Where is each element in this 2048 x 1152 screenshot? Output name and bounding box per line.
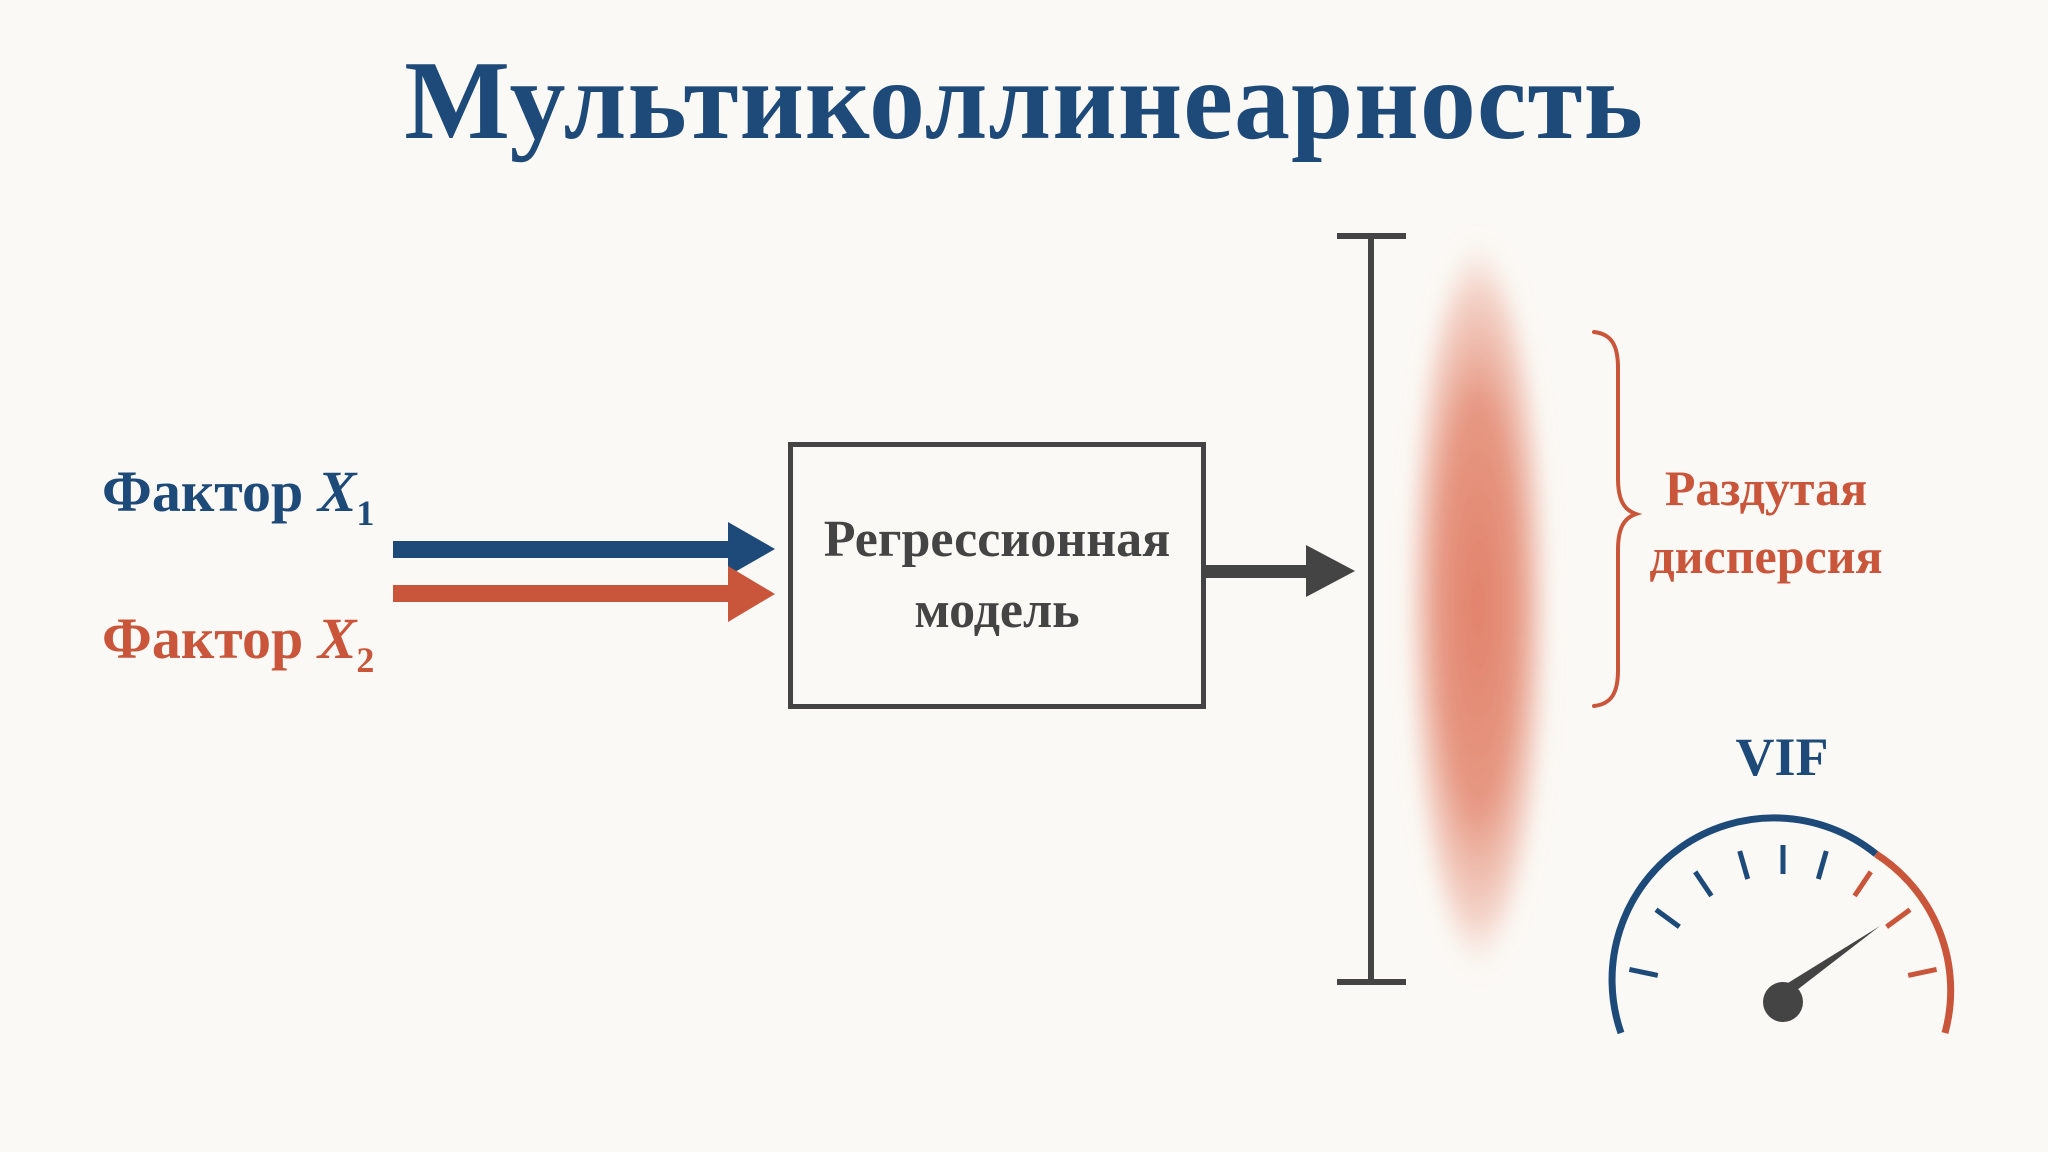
regression-model-box: Регрессионная модель — [788, 442, 1206, 709]
factor-x1-label: Фактор X1 — [102, 463, 375, 533]
inflated-variance-label: Раздутая дисперсия — [1649, 460, 1883, 584]
page-title: Мультиколлинеарность — [404, 39, 1644, 163]
vif-label: VIF — [1735, 727, 1829, 787]
vif-gauge-arc-blue — [1608, 814, 1879, 1035]
vif-gauge-tick — [1885, 907, 1912, 929]
output-arrow — [1206, 545, 1355, 597]
factor-x2-arrow — [393, 566, 775, 622]
regression-model-label: Регрессионная модель — [823, 511, 1171, 639]
vif-gauge-ticks — [1628, 845, 1938, 978]
vif-gauge-tick — [1907, 966, 1938, 978]
vif-gauge-tick — [1815, 850, 1829, 880]
variance-distribution-blob — [1406, 235, 1550, 975]
vif-gauge-tick — [1693, 870, 1714, 898]
factor-x2-prefix: Фактор — [102, 606, 318, 671]
factor-x2-label: Фактор X2 — [102, 610, 375, 680]
vif-gauge-tick — [1628, 966, 1659, 978]
factor-x1-prefix: Фактор — [102, 459, 318, 524]
vif-gauge — [1608, 814, 1955, 1035]
vif-gauge-hub — [1763, 982, 1803, 1022]
curly-brace — [1592, 330, 1643, 708]
vif-gauge-tick — [1654, 907, 1681, 929]
vif-gauge-tick — [1737, 850, 1751, 880]
factor-x1-subscript: 1 — [356, 493, 375, 533]
vif-gauge-needle — [1771, 926, 1880, 1010]
factor-x2-variable: X — [317, 606, 357, 671]
factor-x1-arrow — [393, 522, 775, 576]
factor-x2-subscript: 2 — [356, 640, 375, 680]
vif-gauge-arc-red — [1874, 851, 1955, 1034]
vif-gauge-tick — [1852, 870, 1873, 898]
factor-x1-variable: X — [317, 459, 357, 524]
range-bar — [1337, 233, 1406, 985]
